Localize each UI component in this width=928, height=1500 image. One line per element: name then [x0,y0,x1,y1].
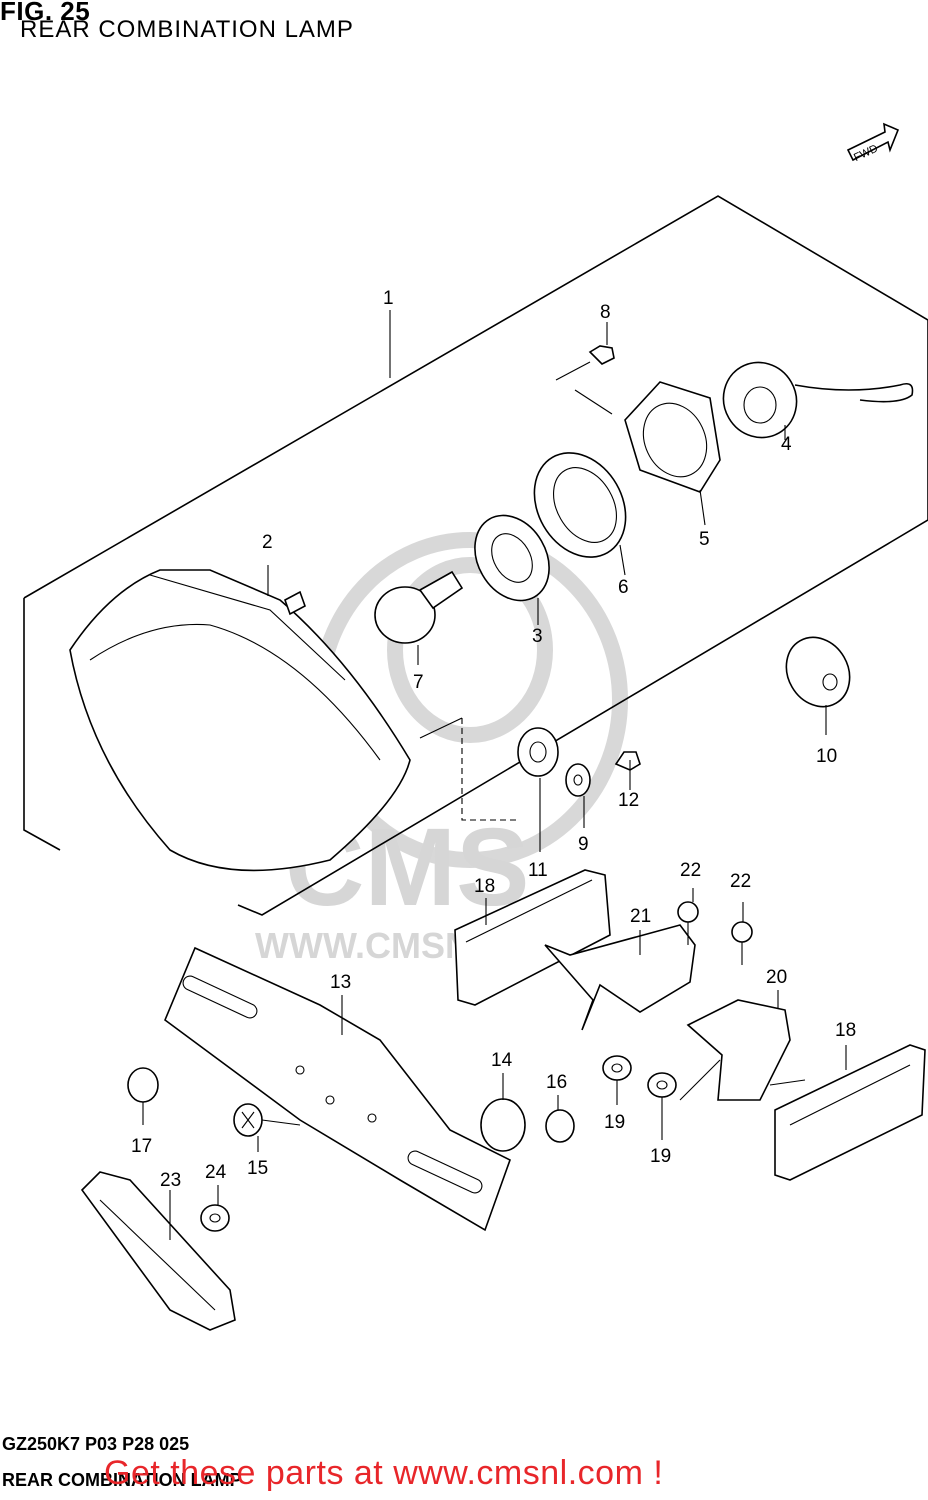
callout-10: 10 [816,746,837,767]
callout-5: 5 [699,529,710,550]
callout-18-lower: 18 [835,1020,856,1041]
part-reflector-18-upper [454,869,611,1006]
callout-24: 24 [205,1162,227,1183]
callout-15: 15 [247,1158,268,1179]
callout-9: 9 [578,834,589,855]
part-gasket [474,514,550,625]
callout-numbers: 1 2 3 4 5 6 7 8 9 10 11 12 13 14 15 16 1… [131,288,856,1191]
part-grommet-10 [785,636,851,735]
part-washer-9 [565,763,591,828]
figure-title: REAR COMBINATION LAMP [20,16,354,43]
part-reflector-23 [80,1171,236,1331]
part-clip-16 [545,1095,575,1143]
part-damper-11 [517,727,559,852]
callout-8: 8 [600,302,611,323]
part-nuts-19 [602,1055,721,1140]
part-reflector-18-lower [769,1044,926,1181]
callout-12: 12 [618,790,639,811]
callout-19-left: 19 [604,1112,625,1133]
part-bulb [374,570,464,665]
promo-link[interactable]: Get these parts at www.cmsnl.com ! [104,1454,664,1492]
callout-4: 4 [781,434,792,455]
callout-20: 20 [766,967,787,988]
callout-14: 14 [491,1050,513,1071]
callout-7: 7 [413,672,424,693]
footer-title: REAR COMBINATION LAMP [2,1470,242,1490]
callout-13: 13 [330,972,351,993]
part-cap-17 [127,1067,159,1125]
part-bracket-21 [544,924,696,1031]
figure-number: FIG. 25 [0,0,91,26]
part-grommet-14 [480,1073,526,1152]
part-screw-8 [555,322,615,415]
callout-2: 2 [262,532,273,553]
callout-1: 1 [383,288,394,309]
callout-22-right: 22 [730,871,751,892]
part-bracket-20 [686,990,791,1101]
callout-21: 21 [630,906,651,927]
callout-6: 6 [618,577,629,598]
callout-23: 23 [160,1170,181,1191]
part-license-bracket-13 [164,946,511,1232]
fwd-arrow-icon: FWD [846,122,900,164]
callout-11: 11 [528,860,548,881]
part-screws-22 [677,888,753,965]
callout-3: 3 [532,626,543,647]
callout-18-upper: 18 [474,876,495,897]
part-nut-24 [200,1185,230,1232]
callout-17: 17 [131,1136,152,1157]
part-socket-ring [533,452,627,576]
part-lens-housing [69,565,411,872]
part-socket-wire [722,361,914,440]
callout-16: 16 [546,1072,567,1093]
diagram-code: GZ250K7 P03 P28 025 [2,1434,190,1454]
part-push-clip-15 [233,1103,301,1152]
part-bolt-12 [614,751,641,790]
callout-19-right: 19 [650,1146,671,1167]
callout-22-left: 22 [680,860,701,881]
part-flange-plate [624,381,721,526]
assembly-outline [23,195,928,916]
